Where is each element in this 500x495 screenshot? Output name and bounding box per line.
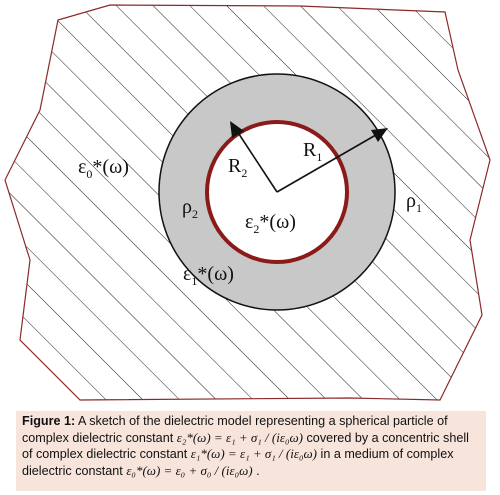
- label-eps0: ε0*(ω): [78, 156, 129, 181]
- caption-text-1: A sketch of the dielectric model represe…: [22, 414, 448, 445]
- radius-arrows: [230, 121, 388, 193]
- label-eps1: ε1*(ω): [183, 263, 234, 288]
- r1-arrowhead: [371, 128, 388, 142]
- figure-caption: Figure 1: A sketch of the dielectric mod…: [16, 411, 486, 491]
- label-rho2: ρ2: [182, 196, 198, 221]
- medium-border: [4, 4, 491, 401]
- dielectric-model-figure: ε0*(ω) ε1*(ω) ε2*(ω) R1 R2 ρ1 ρ2: [4, 4, 491, 401]
- label-r2: R2: [228, 155, 247, 180]
- caption-text-2: covered by a concentric shell of complex…: [22, 430, 469, 462]
- r2-arrowhead: [230, 121, 244, 138]
- label-rho1: ρ1: [406, 190, 422, 215]
- caption-label: Figure 1:: [22, 414, 76, 428]
- caption-end: .: [252, 463, 260, 478]
- label-eps2: ε2*(ω): [245, 211, 296, 236]
- caption-text-3: in a medium of complex dielectric consta…: [22, 447, 454, 478]
- caption-formula-1: ε₂*(ω) = ε₁ + σ₁ / (iε₀ω): [176, 429, 304, 445]
- caption-formula-3: ε₀*(ω) = ε₀ + σ₀ / (iε₀ω): [126, 462, 253, 478]
- caption-formula-2: ε₁*(ω) = ε₁ + σ₁ / (iε₀ω): [190, 446, 318, 461]
- label-r1: R1: [303, 139, 322, 164]
